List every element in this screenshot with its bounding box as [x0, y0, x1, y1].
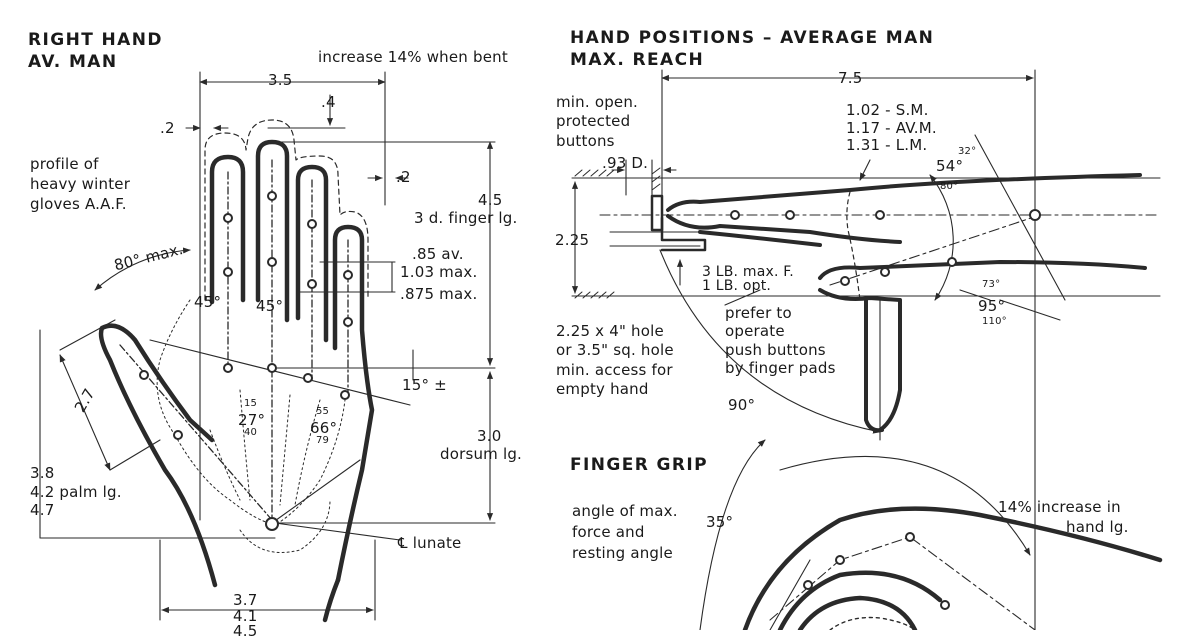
surface-hatching [574, 167, 661, 299]
palm-length-label: 4.2 palm lg. [30, 483, 122, 501]
grip-note-line-1: angle of max. [572, 502, 678, 520]
palm-width-41: 4.1 [233, 607, 258, 625]
hand-positions-subtitle: MAX. REACH [570, 50, 705, 70]
grip-angle-label: 35° [706, 513, 734, 531]
glove-note-line-2: heavy winter [30, 175, 131, 193]
palm-bones [156, 299, 346, 553]
angle-left-label: 45° [194, 293, 222, 311]
reach-joints [730, 209, 1041, 286]
dorsum-value: 3.0 [477, 427, 502, 445]
glove-note-line-3: gloves A.A.F. [30, 195, 127, 213]
hand-positions-drawing [571, 69, 1161, 630]
reach-small-man: 1.02 - S.M. [846, 101, 929, 119]
grip-joints [803, 532, 950, 610]
glove-note-line-1: profile of [30, 155, 99, 173]
angle-32: 32° [958, 146, 977, 157]
grip-increase-line-1: 14% increase in [998, 498, 1121, 516]
hole-note-line-2: or 3.5" sq. hole [556, 341, 674, 359]
center-angle-15: 15 [244, 398, 258, 409]
dorsum-label: dorsum lg. [440, 445, 523, 463]
force-optimum: 1 LB. opt. [702, 278, 772, 294]
min-open-depth: .93 D. [602, 154, 649, 172]
reach-average-man: 1.17 - AV.M. [846, 119, 937, 137]
side-angle-79: 79 [316, 435, 330, 446]
min-open-line-1: min. open. [556, 93, 639, 111]
hand-joints [139, 191, 353, 531]
side-angle-66: 66° [310, 419, 338, 437]
hole-note-line-4: empty hand [556, 380, 649, 398]
right-hand-subtitle: AV. MAN [28, 52, 118, 72]
finger-width-max: 1.03 max. [400, 263, 478, 281]
hole-note-line-3: min. access for [556, 361, 673, 379]
right-hand-drawing [39, 71, 496, 623]
angle-95: 95° [978, 297, 1006, 315]
angle-54: 54° [936, 157, 964, 175]
palm-width-45: 4.5 [233, 622, 258, 640]
push-button [650, 194, 707, 252]
dim-02-left-label: .2 [160, 119, 175, 137]
tilt-label: 15° ± [402, 376, 447, 394]
reach-value: 7.5 [838, 69, 863, 87]
dim-02-right-label: .2 [396, 168, 411, 186]
angle-110: 110° [982, 316, 1007, 327]
finger-grip-drawing [699, 439, 1163, 630]
grip-increase-line-2: hand lg. [1066, 518, 1129, 536]
grip-hand-outline [742, 506, 1163, 630]
finger-length-label: 3 d. finger lg. [414, 209, 518, 227]
finger-bones [119, 159, 349, 521]
hole-note-line-1: 2.25 x 4" hole [556, 322, 664, 340]
right-hand-title: RIGHT HAND [28, 30, 163, 50]
min-open-line-2: protected [556, 112, 631, 130]
bent-note-label: increase 14% when bent [318, 48, 508, 66]
grip-dotted-arc [829, 616, 916, 630]
grip-note-line-3: resting angle [572, 544, 673, 562]
force-max: 3 LB. max. F. [702, 264, 794, 280]
finger-length-value: 4.5 [478, 191, 503, 209]
prefer-note-line-4: by finger pads [725, 359, 836, 377]
prefer-note-line-1: prefer to [725, 304, 792, 322]
reach-large-man: 1.31 - L.M. [846, 136, 928, 154]
prefer-note-line-2: operate [725, 322, 785, 340]
finger-grip-title: FINGER GRIP [570, 455, 708, 475]
extended-hand-outline [666, 173, 1147, 433]
lunate-label: ℄ lunate [398, 534, 462, 552]
angle-73: 73° [982, 279, 1001, 290]
right-angle-label: 90° [728, 396, 756, 414]
glove-profile [204, 119, 369, 301]
center-angle-27: 27° [238, 411, 266, 429]
palm-length-47: 4.7 [30, 501, 55, 519]
finger-width-875: .875 max. [400, 285, 478, 303]
grip-note-line-2: force and [572, 523, 645, 541]
reach-dimension-lines [571, 69, 1161, 630]
hand-positions-title: HAND POSITIONS – AVERAGE MAN [570, 28, 935, 48]
min-open-line-3: buttons [556, 132, 615, 150]
center-angle-40: 40 [244, 427, 258, 438]
palm-width-37: 3.7 [233, 591, 258, 609]
angle-right-label: 45° [256, 297, 284, 315]
palm-length-38: 3.8 [30, 464, 55, 482]
dim-04-label: .4 [321, 93, 336, 111]
prefer-note-line-3: push buttons [725, 341, 826, 359]
hand-dimension-lines [39, 71, 496, 621]
overall-width-label: 3.5 [268, 71, 293, 89]
finger-width-av: .85 av. [412, 245, 464, 263]
glove-outline [846, 191, 861, 301]
height-value: 2.25 [555, 231, 590, 249]
grip-dimension-lines [699, 439, 1036, 630]
side-angle-55: 55 [316, 406, 330, 417]
hand-outline [98, 139, 375, 623]
angle-80: 80° [940, 181, 959, 192]
